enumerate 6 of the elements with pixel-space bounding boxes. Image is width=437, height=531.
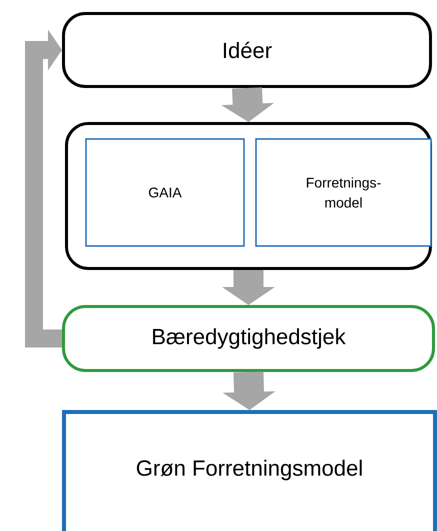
process-box: Forretnings- model xyxy=(255,138,432,247)
idea-box: Idéer xyxy=(62,12,432,88)
process-box: GAIA xyxy=(85,138,245,247)
loop-arrow xyxy=(25,30,62,348)
check-box: Bæredygtighedstjek xyxy=(62,305,435,372)
result-box: Grøn Forretningsmodel xyxy=(62,410,437,531)
